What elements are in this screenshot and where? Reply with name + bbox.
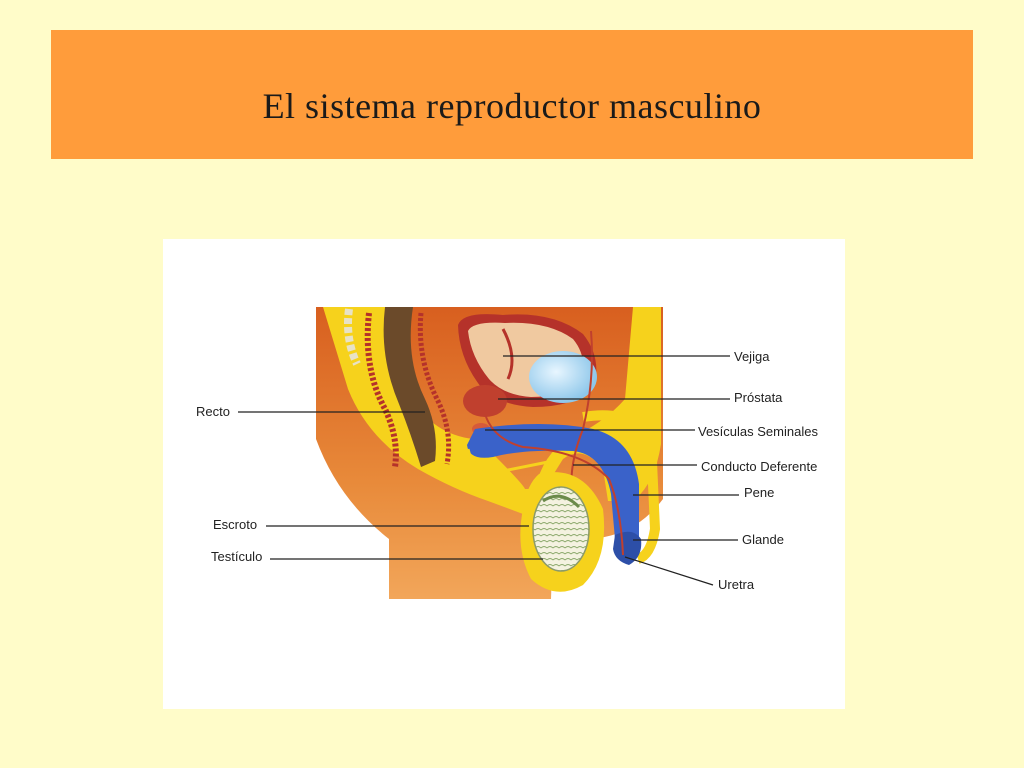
figure-panel: Vejiga Próstata Vesículas Seminales Cond… [163,239,845,709]
fat-tissue [323,307,661,514]
bladder [458,314,597,407]
penis [466,410,661,564]
label-recto: Recto [196,404,230,419]
title-bar: El sistema reproductor masculino [51,30,973,159]
anatomy-diagram [238,307,739,599]
label-uretra: Uretra [718,577,755,592]
spine [344,308,361,366]
label-vejiga: Vejiga [734,349,770,364]
leader-lines [238,355,739,586]
label-vesiculas: Vesículas Seminales [698,424,818,439]
label-pene: Pene [744,485,775,500]
label-conducto: Conducto Deferente [701,459,818,474]
glans [613,531,642,565]
scrotum [520,472,605,592]
leader-uretra [624,556,714,586]
label-testiculo: Testículo [211,549,263,564]
label-escroto: Escroto [213,517,258,532]
slide-title: El sistema reproductor masculino [262,86,762,126]
rectum [364,307,452,468]
label-glande: Glande [742,532,784,547]
label-prostata: Próstata [734,390,783,405]
